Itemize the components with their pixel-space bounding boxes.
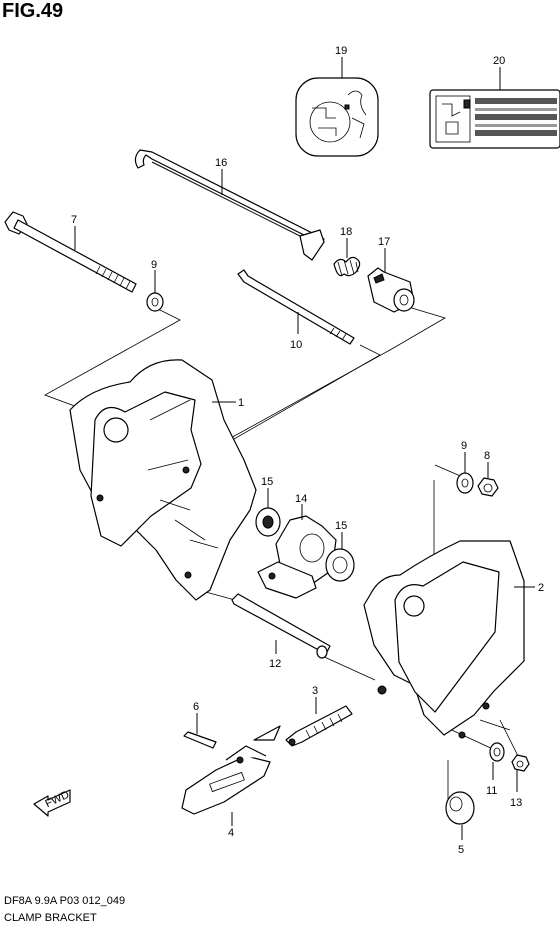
callout-8: 8: [484, 450, 490, 462]
part-17-bushing[interactable]: [367, 267, 415, 313]
part-12-pin[interactable]: [231, 593, 331, 659]
part-4-lever[interactable]: [181, 725, 281, 815]
part-16-rod[interactable]: [134, 149, 325, 261]
part-11-washer[interactable]: [489, 742, 505, 762]
callout-9-right: 9: [461, 440, 467, 452]
callout-15-left: 15: [261, 476, 273, 488]
part-5-cap[interactable]: [445, 791, 475, 825]
callout-18: 18: [340, 226, 352, 238]
fwd-arrow-icon: [33, 789, 71, 817]
part-20-warning-label[interactable]: [429, 89, 560, 149]
part-14-plate[interactable]: [257, 515, 337, 599]
part-8-nut[interactable]: [477, 477, 499, 497]
part-13-nut[interactable]: [511, 754, 530, 772]
callout-11: 11: [486, 785, 497, 797]
callout-14: 14: [295, 493, 307, 505]
callout-10: 10: [290, 339, 302, 351]
part-15-washer-right[interactable]: [325, 548, 355, 582]
callout-7: 7: [71, 214, 77, 226]
callout-13: 13: [510, 797, 522, 809]
callout-1: 1: [238, 397, 244, 409]
part-19-decal[interactable]: [295, 77, 379, 157]
part-10-rod[interactable]: [237, 269, 355, 345]
callout-16: 16: [215, 157, 227, 169]
part-15-washer-left[interactable]: [255, 507, 281, 537]
leader-lines: [74, 57, 535, 840]
callout-4: 4: [228, 827, 234, 839]
callout-19: 19: [335, 45, 347, 57]
warning-text-lines: [475, 98, 557, 136]
callout-9-upper: 9: [151, 259, 157, 271]
bolt-threads: [95, 265, 131, 290]
diagram-code: DF8A 9.9A P03 012_049: [4, 895, 126, 907]
callout-6: 6: [193, 701, 199, 713]
part-1-clamp-bracket-left[interactable]: [69, 359, 257, 601]
callout-15-right: 15: [335, 520, 347, 532]
callout-20: 20: [493, 55, 505, 67]
part-3-adjuster-rod[interactable]: [285, 705, 353, 747]
part-9-washer-upper[interactable]: [146, 292, 164, 312]
part-2-clamp-bracket-right[interactable]: [363, 540, 525, 739]
callout-3: 3: [312, 685, 318, 697]
part-6-pin[interactable]: [183, 731, 217, 749]
callout-2: 2: [538, 582, 544, 594]
part-18-spring[interactable]: [333, 256, 361, 277]
callout-17: 17: [378, 236, 390, 248]
figure-title: FIG.49: [2, 0, 64, 22]
callout-5: 5: [458, 844, 464, 856]
diagram-name: CLAMP BRACKET: [4, 912, 97, 924]
part-9-washer-right[interactable]: [456, 472, 474, 494]
part-7-bolt[interactable]: [4, 211, 137, 293]
rod-threads: [329, 327, 347, 341]
callout-12: 12: [269, 658, 281, 670]
